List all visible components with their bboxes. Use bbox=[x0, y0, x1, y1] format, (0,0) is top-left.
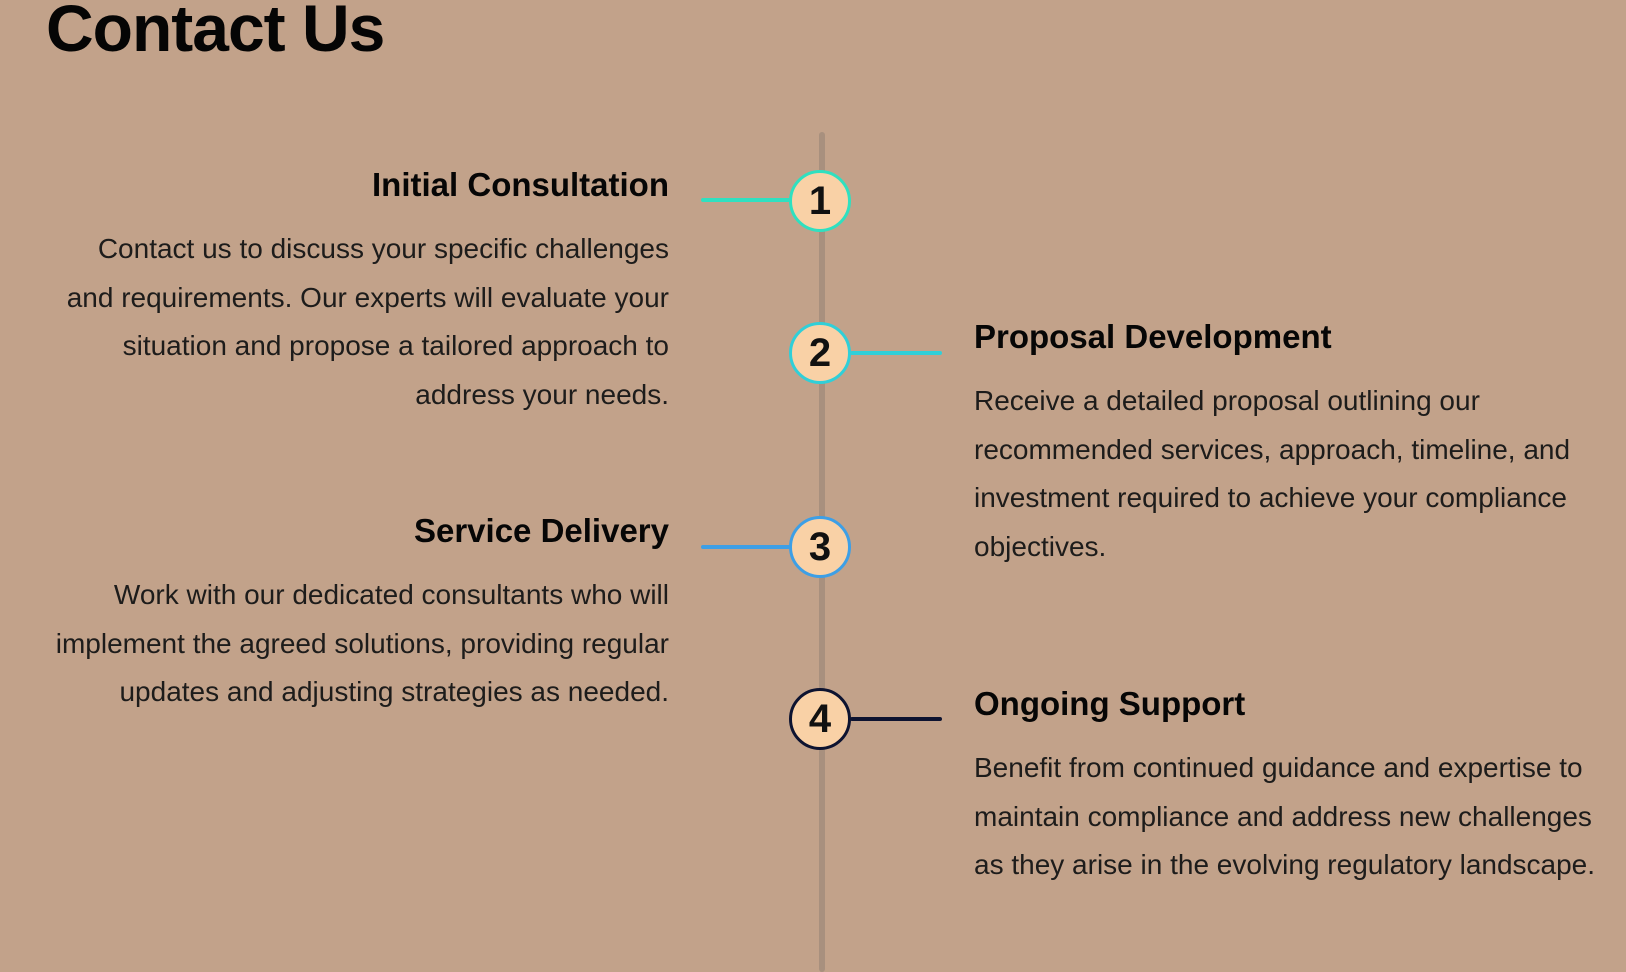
step-2-title: Proposal Development bbox=[974, 318, 1332, 355]
step-2-number-badge: 2 bbox=[789, 322, 851, 384]
step-3-description: Work with our dedicated consultants who … bbox=[55, 579, 669, 707]
step-1-description: Contact us to discuss your specific chal… bbox=[66, 233, 669, 410]
step-4-title: Ongoing Support bbox=[974, 685, 1246, 722]
step-3-title: Service Delivery bbox=[413, 512, 669, 549]
step-4-description: Benefit from continued guidance and expe… bbox=[974, 752, 1596, 880]
step-2-description: Receive a detailed proposal outlining ou… bbox=[974, 385, 1571, 562]
step-4-connector bbox=[850, 717, 942, 721]
step-1-title: Initial Consultation bbox=[372, 166, 669, 203]
step-2-connector bbox=[850, 351, 942, 355]
step-3-connector bbox=[701, 545, 791, 549]
page-title: Contact Us bbox=[46, 0, 385, 65]
step-1-connector bbox=[701, 198, 791, 202]
step-3-number-badge: 3 bbox=[789, 516, 851, 578]
step-1-number-badge: 1 bbox=[789, 170, 851, 232]
step-4-number-badge: 4 bbox=[789, 688, 851, 750]
